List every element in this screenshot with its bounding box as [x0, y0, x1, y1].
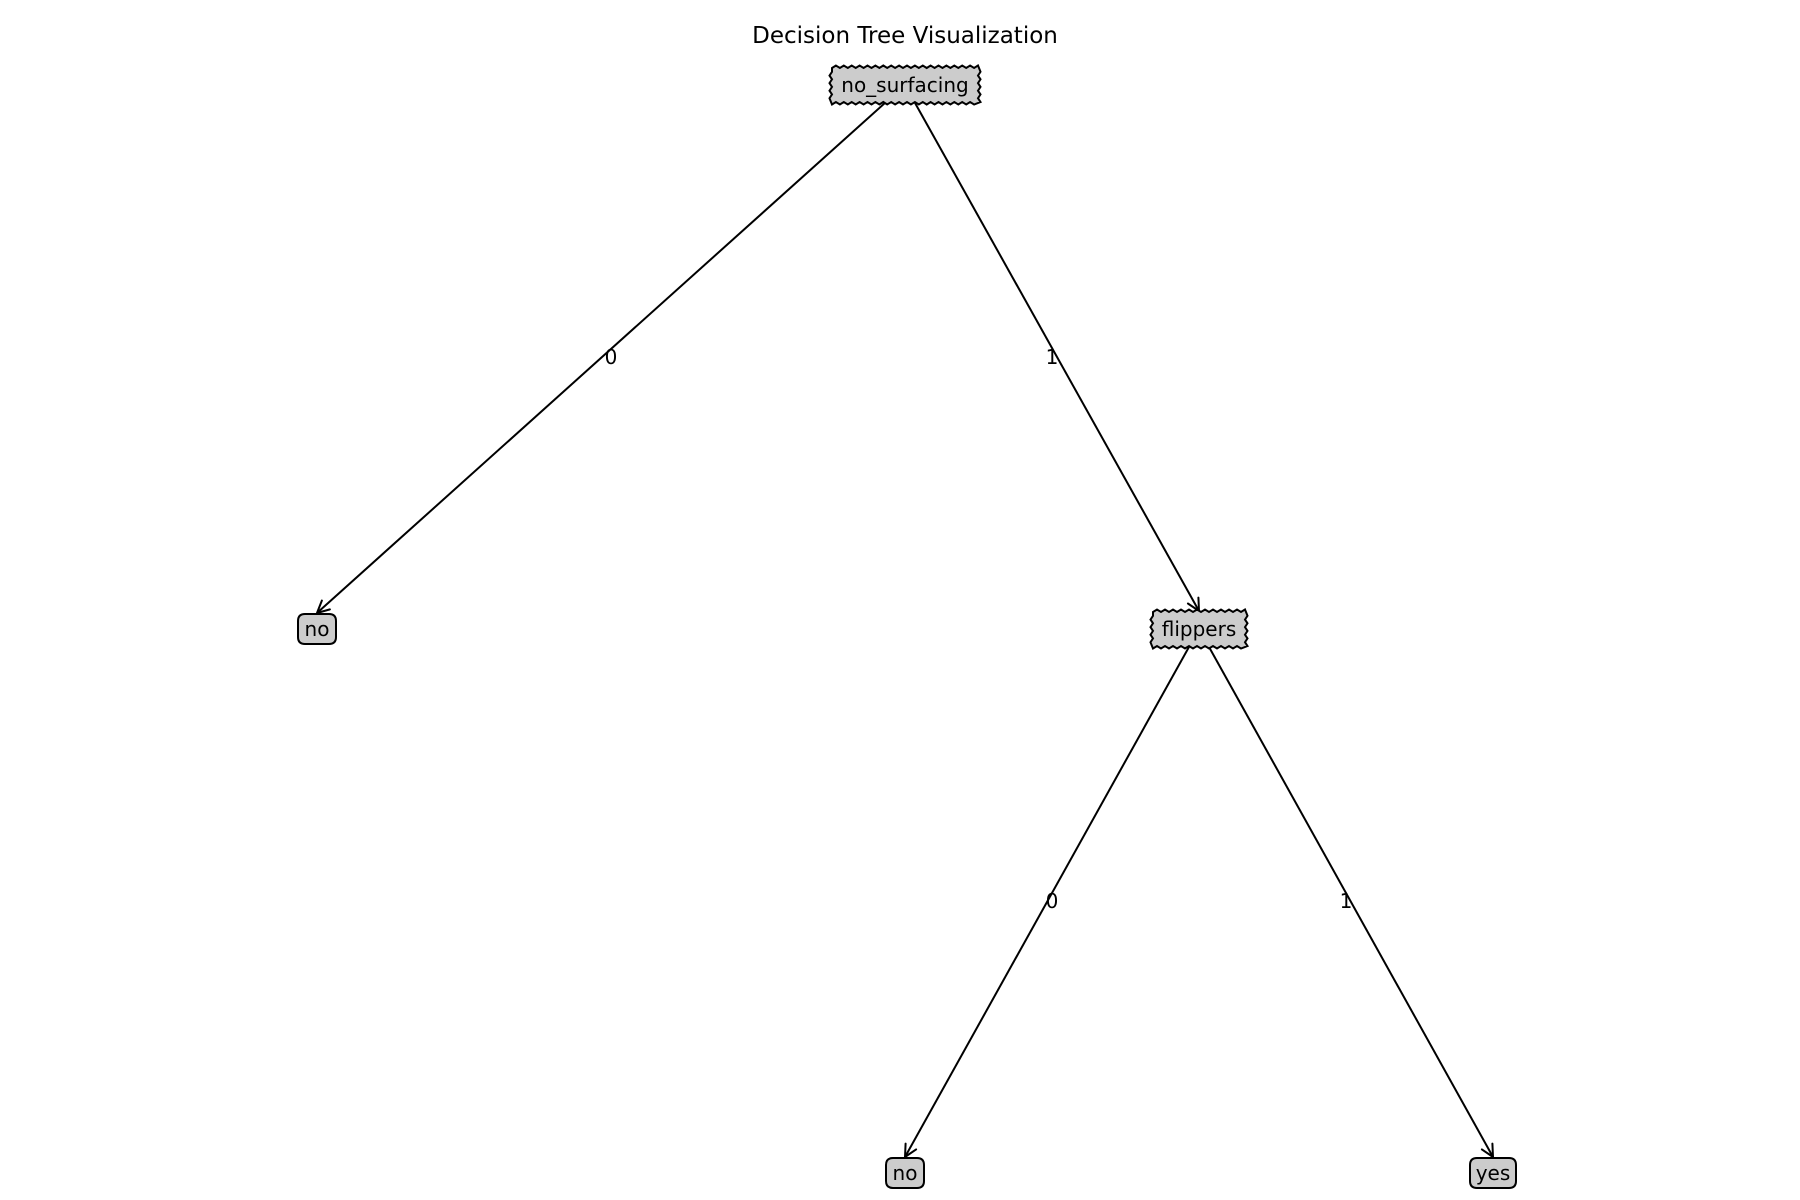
node-no-surfacing: no_surfacing — [828, 64, 983, 106]
edge-root-to-flippers-label: 1 — [1046, 345, 1059, 369]
node-flippers-box — [1149, 608, 1250, 650]
edge-flippers-to-no-line — [904, 633, 1197, 1158]
leaf-node-no-left: no — [297, 613, 337, 645]
edge-root-to-no: 0 — [316, 88, 902, 614]
edge-root-to-flippers: 1 — [907, 89, 1200, 612]
edge-root-to-no-label: 0 — [605, 345, 618, 369]
leaf-node-no-left-box — [297, 613, 337, 645]
leaf-node-yes: yes — [1469, 1157, 1517, 1189]
leaf-node-yes-label: yes — [1476, 1161, 1511, 1185]
leaf-node-no-middle-box — [885, 1157, 925, 1189]
edge-flippers-to-no-label: 0 — [1046, 889, 1059, 913]
leaf-node-no-left-label: no — [305, 617, 330, 641]
leaf-node-yes-box — [1469, 1157, 1517, 1189]
edge-flippers-to-yes-line — [1201, 633, 1494, 1158]
edges-layer: 0 1 0 1 — [316, 88, 1494, 1158]
edge-root-to-flippers-line — [907, 89, 1200, 612]
leaf-node-no-middle-label: no — [893, 1161, 918, 1185]
edge-flippers-to-yes-label: 1 — [1340, 889, 1353, 913]
edge-flippers-to-yes: 1 — [1201, 633, 1494, 1158]
node-no-surfacing-label: no_surfacing — [841, 73, 968, 97]
node-no-surfacing-box — [828, 64, 983, 106]
leaf-node-no-middle: no — [885, 1157, 925, 1189]
diagram-title: Decision Tree Visualization — [752, 23, 1058, 49]
node-flippers-label: flippers — [1162, 617, 1237, 641]
edge-flippers-to-no: 0 — [904, 633, 1197, 1158]
node-flippers: flippers — [1149, 608, 1250, 650]
edge-root-to-no-line — [316, 88, 902, 614]
